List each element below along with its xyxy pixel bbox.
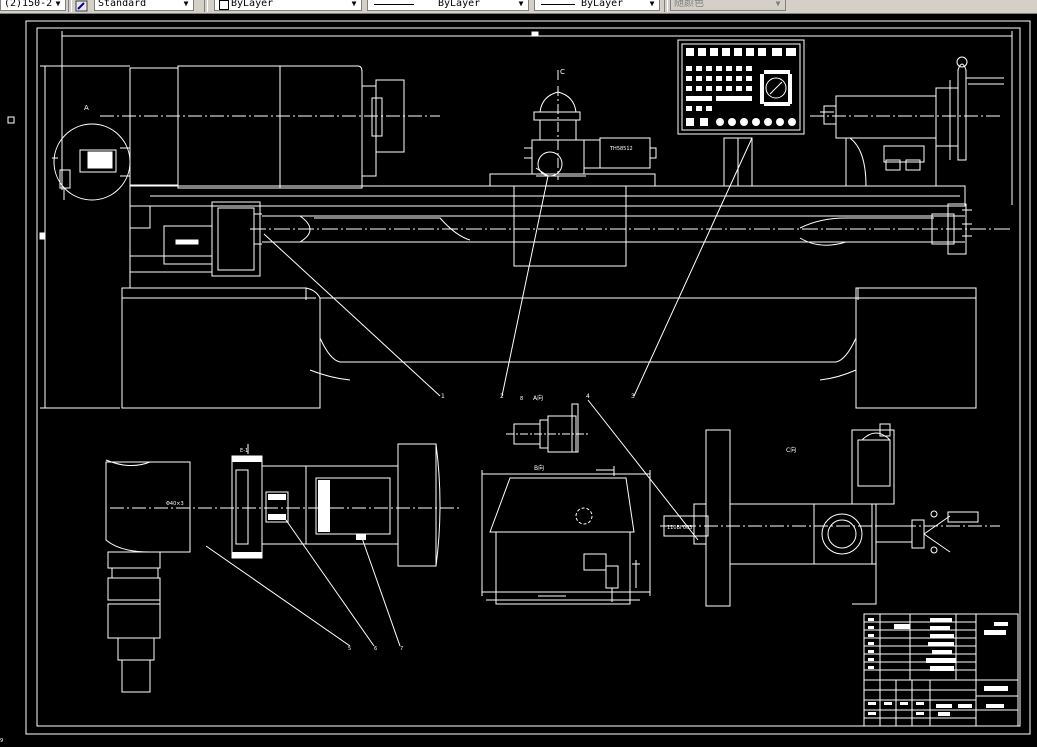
- section-label: E-1: [240, 448, 248, 454]
- color-control-combo[interactable]: ByLayer ▼: [214, 0, 362, 11]
- chevron-down-icon[interactable]: ▼: [55, 0, 61, 8]
- leader-label-6: 6: [374, 646, 377, 652]
- label-a-detail: A: [84, 104, 89, 112]
- leader-label-7: 7: [400, 646, 403, 652]
- leader-line-shaft: [587, 399, 699, 541]
- control-panel-keys: [686, 48, 796, 126]
- drawing-canvas[interactable]: C A TH58512 1 2 3 4 E-1 Φ40×: [0, 14, 1037, 744]
- leader-label-8: 8: [520, 396, 523, 402]
- chevron-down-icon[interactable]: ▼: [183, 0, 189, 8]
- toolbar-separator: [68, 0, 72, 12]
- outer-border: [25, 20, 1031, 735]
- chevron-down-icon[interactable]: ▼: [518, 0, 524, 8]
- leader-label-2: 2: [500, 393, 504, 400]
- dim-style-value: (2)150-2: [4, 0, 53, 9]
- chevron-down-icon[interactable]: ▼: [351, 0, 357, 8]
- title-block-text-marks: [868, 618, 1008, 716]
- leader-label-3: 3: [631, 393, 635, 400]
- text-style-value: Standard: [98, 0, 147, 9]
- spindle-dial-icon: [765, 77, 787, 99]
- color-value: ByLayer: [231, 0, 274, 9]
- linetype-preview-icon: [374, 4, 414, 5]
- view-b-block: [481, 466, 651, 605]
- dial-needle: [769, 81, 783, 95]
- plot-style-value: 随颜色: [674, 0, 704, 9]
- title-block: [863, 613, 1019, 727]
- view-a-detail: [506, 403, 590, 453]
- chevron-down-icon[interactable]: ▼: [649, 0, 655, 8]
- view-c-carriage: [660, 423, 1000, 607]
- canvas-background: [0, 14, 1037, 743]
- toolbar-separator: [664, 0, 668, 12]
- section-view-left: [105, 443, 460, 693]
- plot-style-combo: 随颜色 ▼: [670, 0, 786, 11]
- motor-label: TH58512: [609, 146, 633, 152]
- section-hatching: [232, 456, 366, 558]
- lineweight-preview-icon: [541, 4, 575, 5]
- color-swatch-icon: [219, 0, 229, 10]
- text-style-icon[interactable]: [75, 0, 89, 12]
- cad-drawing[interactable]: C A TH58512 1 2 3 4 E-1 Φ40×: [0, 14, 1037, 744]
- sleeve-dim-label: Φ40×3: [166, 501, 184, 507]
- leader-label-4: 4: [586, 393, 590, 400]
- label-b-view: B向: [534, 464, 544, 472]
- viewport-marker: [7, 116, 15, 124]
- label-c-view: C向: [786, 446, 796, 454]
- lineweight-value: ByLayer: [581, 0, 624, 9]
- linetype-control-combo[interactable]: ByLayer ▼: [367, 0, 529, 11]
- label-c-top: C: [560, 68, 565, 76]
- small-label-9: 9: [0, 738, 3, 743]
- text-style-combo[interactable]: Standard ▼: [94, 0, 194, 11]
- lineweight-control-combo[interactable]: ByLayer ▼: [534, 0, 660, 11]
- main-lathe-view: [39, 31, 1013, 409]
- toolbar-separator: [204, 0, 208, 12]
- leader-label-5: 5: [348, 646, 351, 652]
- linetype-value: ByLayer: [438, 0, 481, 9]
- chevron-down-icon: ▼: [775, 0, 781, 8]
- label-a-view: A向: [533, 394, 543, 402]
- leader-label-1: 1: [441, 393, 445, 400]
- properties-toolbar: (2)150-2 ▼ Standard ▼ ByLayer ▼ ByLayer …: [0, 0, 1037, 14]
- dim-style-combo[interactable]: (2)150-2 ▼: [0, 0, 66, 11]
- shaft-label: 110BF003: [667, 525, 692, 531]
- inner-border: [36, 27, 1021, 727]
